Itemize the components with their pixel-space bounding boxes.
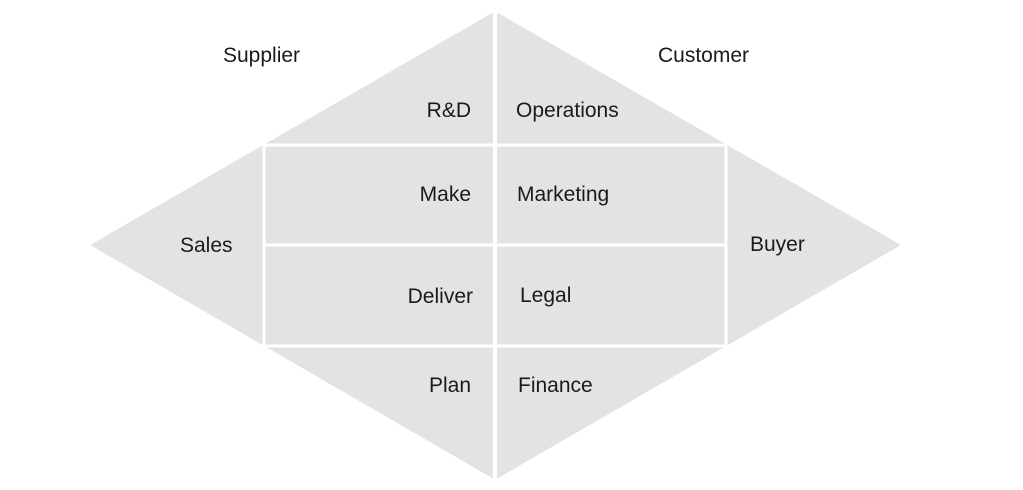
operations-label: Operations [516, 99, 619, 122]
legal-label: Legal [520, 284, 572, 307]
make-label: Make [419, 183, 471, 206]
rnd-label: R&D [426, 99, 471, 122]
buyer-label: Buyer [750, 233, 805, 256]
sales-label: Sales [180, 234, 233, 257]
supplier-label: Supplier [223, 44, 301, 67]
customer-label: Customer [658, 44, 750, 67]
marketing-label: Marketing [517, 183, 610, 206]
finance-label: Finance [518, 374, 593, 397]
plan-label: Plan [428, 374, 471, 397]
deliver-label: Deliver [407, 285, 473, 308]
